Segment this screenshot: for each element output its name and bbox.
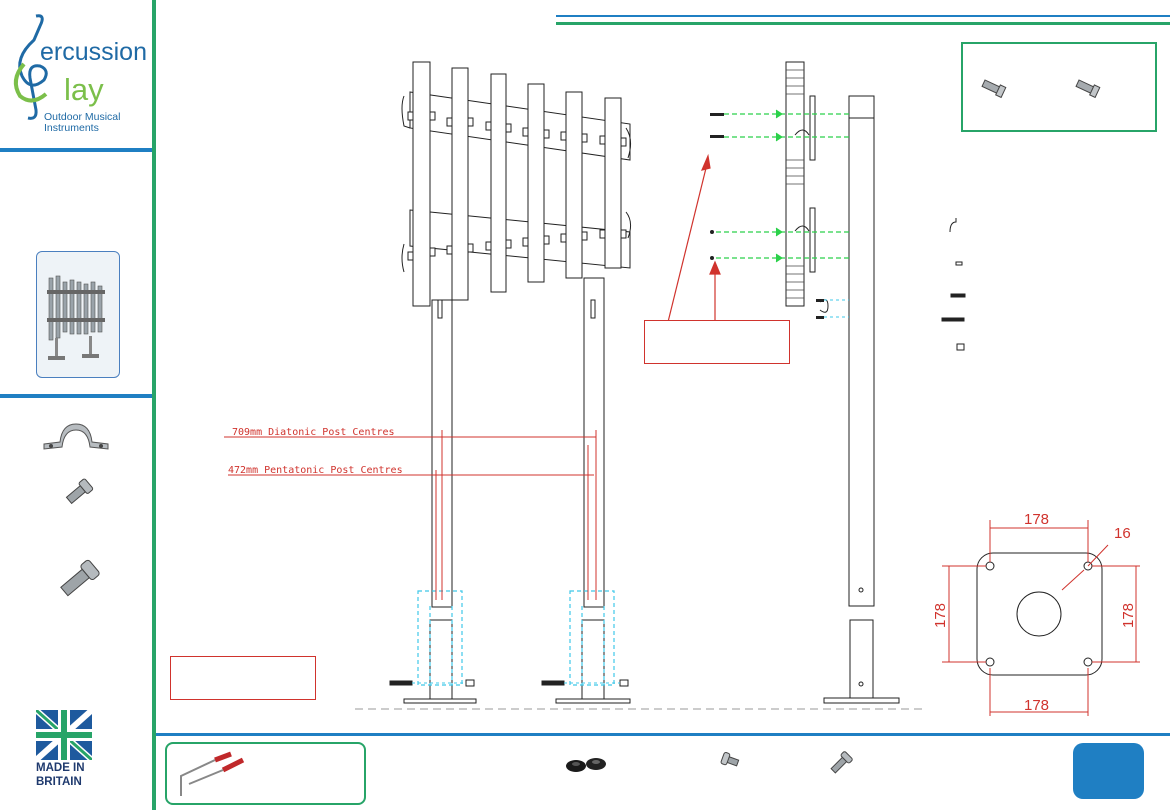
header-rule-blue [556,15,1170,17]
sidebar-separator-2 [0,394,152,398]
fixings-box [961,42,1157,132]
side-view [785,61,900,704]
security-screw-icon [720,752,740,767]
plate-width-top: 178 [1024,511,1049,528]
base-plate: 178 178 178 178 16 [932,511,1140,716]
britain-line: BRITAIN [36,776,82,788]
sidebar-divider [152,0,156,810]
pipe-clamp-icon [43,423,109,450]
brand-name-line2: lay [64,72,104,107]
front-view [401,61,632,704]
sidebar-separator-1 [0,148,152,152]
brand-name-line1: ercussion [40,38,147,66]
plate-height-left: 178 [932,603,949,628]
assembly-drawing: 709mm Diatonic Post Centres 472mm Pentat… [224,61,1140,716]
tamper-screw-icon-2 [1075,79,1101,99]
rubber-washer-icon [566,758,606,772]
footer-rule [156,733,1170,736]
diatonic-dimension-label: 709mm Diatonic Post Centres [232,427,395,438]
button-head-bolt-icon [830,751,853,774]
screwdriver-icon [180,751,245,796]
plate-height-right: 178 [1120,603,1137,628]
fixing-note-box [644,320,790,364]
made-in-line: MADE IN [36,762,85,774]
short-bolt-icon [65,478,94,505]
pentatonic-dimension-label: 472mm Pentatonic Post Centres [228,465,403,476]
union-flag-icon [36,710,92,760]
tools-box [165,742,366,805]
made-in-britain-badge: MADE IN BRITAIN [36,710,92,790]
plate-width-bottom: 178 [1024,697,1049,714]
hole-diameter-label: 16 [1114,525,1131,542]
base-note-box [170,656,316,700]
long-bolt-icon [60,559,100,597]
brand-tagline: Outdoor Musical Instruments [44,111,121,134]
product-thumbnail [36,251,120,378]
tamper-screw-icon [981,79,1007,99]
header-rule-green [556,22,1170,25]
treble-clef-icon [13,14,48,120]
page-number-badge [1073,743,1144,799]
